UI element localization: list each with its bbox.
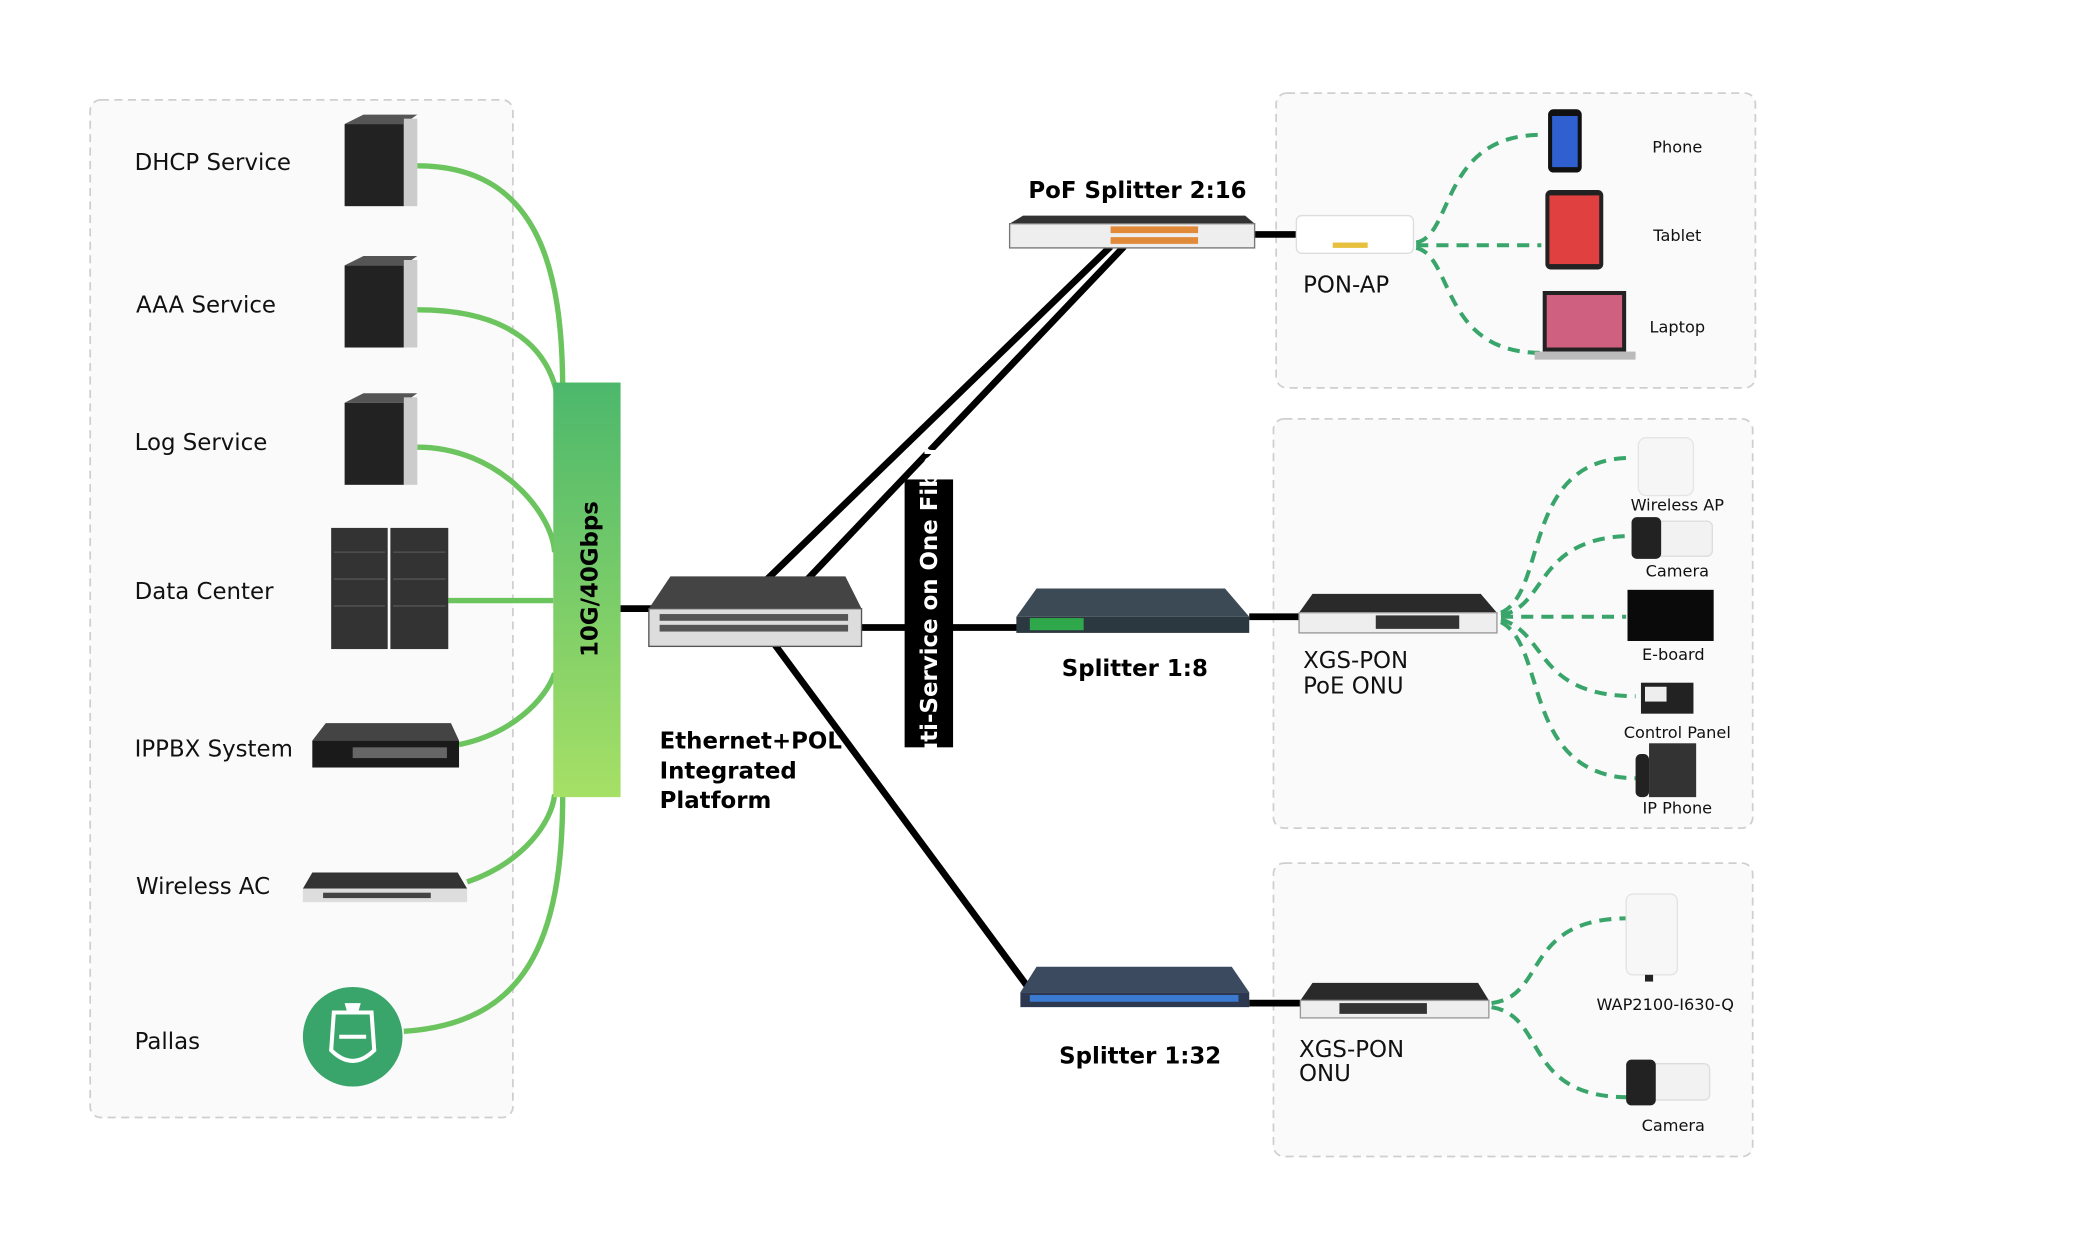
camera-icon (1626, 1059, 1711, 1106)
outdoor-ap-icon (1625, 893, 1678, 982)
label-wap2100: WAP2100-I630-Q (1596, 995, 1733, 1014)
log-server-icon (344, 393, 418, 485)
label-datacenter: Data Center (135, 579, 274, 605)
onu-device-icon (1299, 982, 1490, 1019)
uplink-bar-label: 10G/40Gbps (578, 501, 604, 657)
pof-splitter-icon (1008, 215, 1256, 249)
label-log: Log Service (135, 430, 268, 456)
label-dhcp: DHCP Service (135, 150, 291, 176)
pon-ap-device-icon (1295, 214, 1415, 254)
label-tablet: Tablet (1652, 226, 1701, 245)
label-pallas: Pallas (135, 1029, 200, 1055)
pof-splitter-label: PoF Splitter 2:16 (1028, 178, 1246, 204)
pon-ap-links (1415, 132, 1542, 355)
link-dhcp (417, 163, 566, 391)
label-ippbx: IPPBX System (135, 737, 293, 763)
server-links (403, 163, 566, 1035)
splitter-1-8-label: Splitter 1:8 (1062, 656, 1208, 682)
link-pallas (403, 794, 566, 1035)
laptop-icon (1534, 290, 1636, 360)
label-ip-phone: IP Phone (1642, 798, 1712, 817)
splitter-1-8-icon (1016, 588, 1250, 633)
label-control-panel: Control Panel (1624, 723, 1731, 742)
pon-ap-label: PON-AP (1303, 272, 1389, 298)
camera-icon (1631, 517, 1713, 559)
ippbx-device-icon (312, 723, 460, 768)
aaa-server-icon (344, 255, 418, 348)
pon-ap-panel (1275, 92, 1757, 389)
link-log (417, 444, 558, 553)
fiber-label-box (904, 479, 954, 748)
poe-onu-label-1: XGS-PON (1303, 648, 1408, 674)
link-ippbx (458, 672, 558, 748)
splitter-1-32-icon (1020, 966, 1250, 1008)
pallas-logo-icon (302, 986, 403, 1087)
onu-label-1: XGS-PON (1299, 1037, 1404, 1063)
label-laptop: Laptop (1650, 318, 1706, 337)
ip-phone-icon (1635, 743, 1697, 798)
control-panel-icon (1640, 682, 1694, 714)
label-aaa: AAA Service (136, 293, 276, 319)
label-camera-2: Camera (1642, 1116, 1705, 1135)
poe-onu-links (1499, 455, 1636, 781)
poe-onu-device-icon (1298, 593, 1498, 634)
dhcp-server-icon (344, 114, 418, 207)
platform-label-1: Ethernet+POL (660, 729, 842, 755)
e-board-icon (1627, 589, 1714, 641)
poe-onu-label-2: PoE ONU (1303, 673, 1404, 699)
tablet-icon (1545, 190, 1604, 270)
label-camera-1: Camera (1646, 561, 1709, 580)
wireless-ap-icon (1637, 437, 1695, 497)
phone-icon (1548, 109, 1582, 173)
onu-links (1491, 916, 1629, 1100)
link-wireless-ac (466, 794, 558, 885)
platform-label-3: Platform (660, 788, 772, 814)
platform-label-2: Integrated (660, 758, 797, 784)
label-wireless-ap: Wireless AP (1631, 495, 1725, 514)
server-panel (89, 98, 514, 1119)
splitter-1-32-label: Splitter 1:32 (1059, 1044, 1221, 1070)
onu-label-2: ONU (1299, 1061, 1351, 1087)
fiber-links (620, 231, 1301, 1007)
uplink-bar (553, 382, 621, 798)
label-wireless-ac: Wireless AC (136, 874, 270, 900)
fiber-label: Muti-Service on One Fiber (917, 444, 943, 781)
label-phone: Phone (1652, 137, 1702, 156)
label-e-board: E-board (1642, 645, 1705, 664)
wireless-ac-device-icon (302, 872, 468, 903)
datacenter-rack-icon (331, 527, 449, 650)
olt-platform-icon (648, 576, 863, 648)
